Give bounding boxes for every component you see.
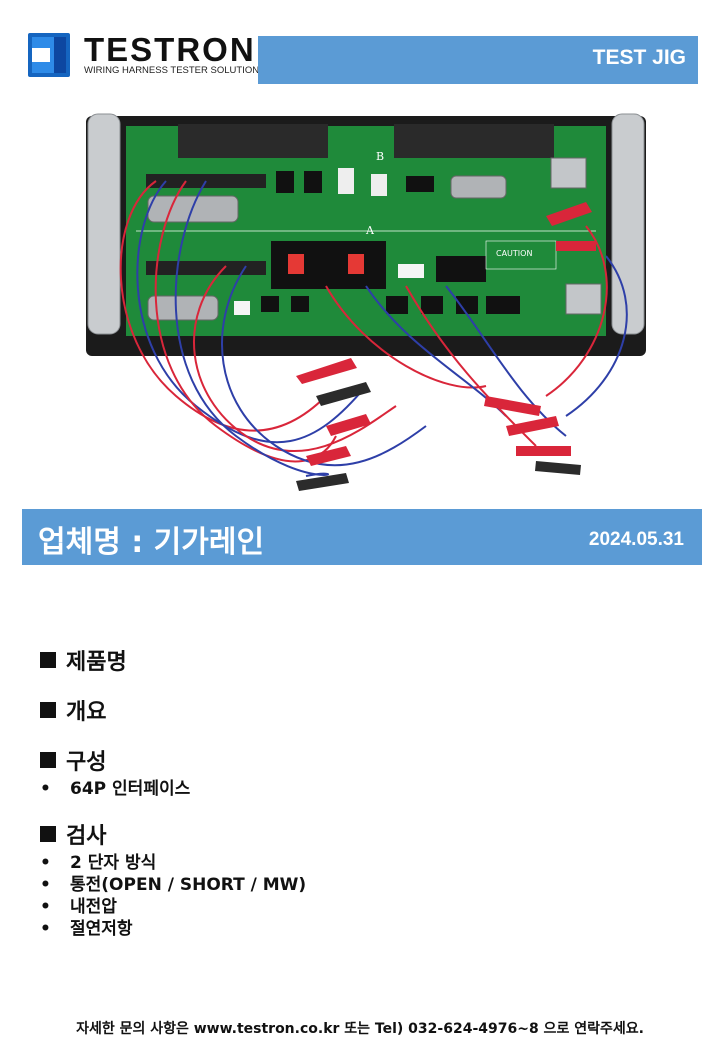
section-title: 제품명	[66, 650, 127, 675]
contact-footer: 자세한 문의 사항은 www.testron.co.kr 또는 Tel) 032…	[76, 1021, 644, 1037]
section-inspection: 검사 •2 단자 방식 •통전(OPEN / SHORT / MW) •내전압 …	[40, 818, 306, 940]
section-composition: 구성 •64P 인터페이스	[40, 744, 190, 800]
brand-tagline: WIRING HARNESS TESTER SOLUTIONS	[84, 65, 266, 76]
section-title: 검사	[66, 824, 107, 849]
list-item: •통전(OPEN / SHORT / MW)	[40, 875, 307, 895]
square-bullet-icon	[40, 702, 56, 718]
header-band: TEST JIG	[258, 36, 698, 84]
square-bullet-icon	[40, 752, 56, 768]
testron-logo: TESTRON WIRING HARNESS TESTER SOLUTIONS	[28, 31, 265, 79]
bullet-dot-icon: •	[40, 875, 51, 895]
bullet-dot-icon: •	[40, 919, 51, 939]
company-band: 업체명 : 기가레인 2024.05.31	[22, 509, 702, 565]
board-marking-a: A	[365, 224, 375, 237]
list-item: •64P 인터페이스	[40, 779, 191, 799]
brand-name: TESTRON	[84, 31, 256, 68]
testron-logo-icon	[28, 33, 70, 77]
product-photo: B A CAUTION	[86, 113, 646, 491]
section-product-name: 제품명	[40, 644, 127, 676]
company-name: 업체명 : 기가레인	[38, 525, 265, 560]
bullet-list: •2 단자 방식 •통전(OPEN / SHORT / MW) •내전압 •절연…	[40, 852, 306, 940]
list-item: •내전압	[40, 897, 117, 917]
board-caution-label: CAUTION	[496, 249, 532, 258]
document-date: 2024.05.31	[588, 529, 684, 550]
section-title: 개요	[66, 700, 107, 725]
section-overview: 개요	[40, 694, 106, 726]
bullet-dot-icon: •	[40, 897, 51, 917]
square-bullet-icon	[40, 652, 56, 668]
square-bullet-icon	[40, 826, 56, 842]
bullet-dot-icon: •	[40, 779, 51, 799]
board-marking-b: B	[376, 150, 384, 163]
list-item: •2 단자 방식	[40, 853, 157, 873]
list-item: •절연저항	[40, 919, 133, 939]
section-title: 구성	[66, 750, 107, 775]
page-title: TEST JIG	[592, 46, 686, 69]
bullet-dot-icon: •	[40, 853, 51, 873]
bullet-list: •64P 인터페이스	[40, 778, 190, 800]
